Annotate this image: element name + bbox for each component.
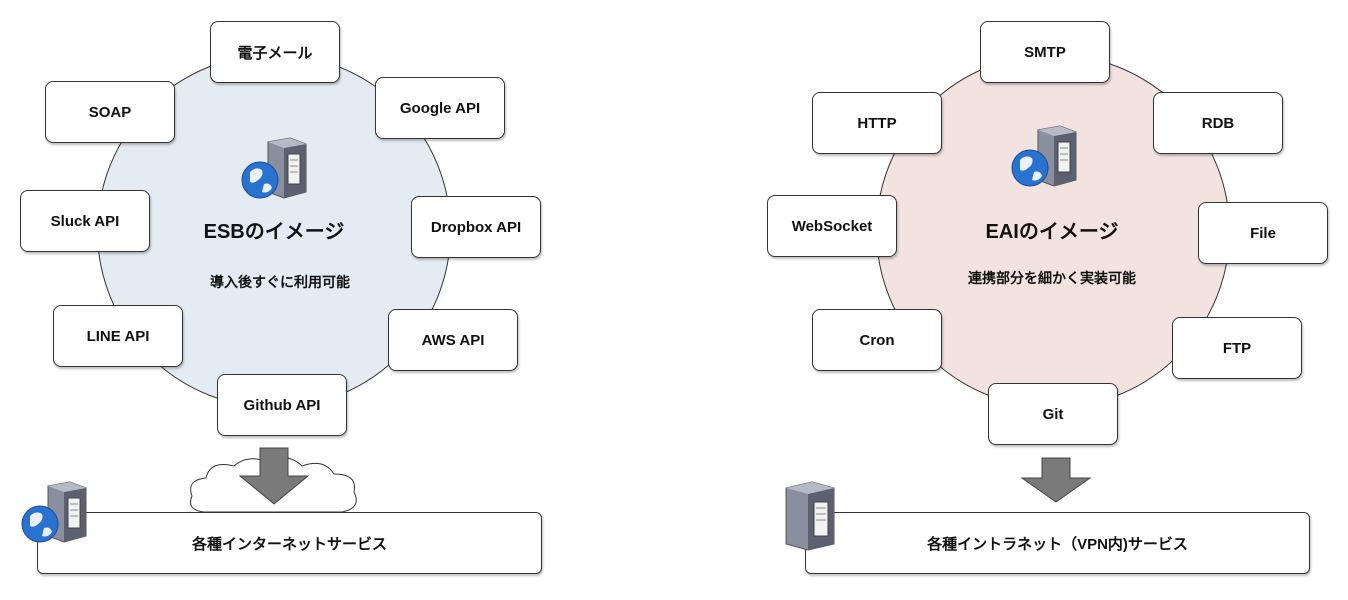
esb-node-github-api: Github API bbox=[217, 374, 347, 436]
eai-title: EAIのイメージ bbox=[985, 221, 1119, 243]
server-globe-icon bbox=[1011, 125, 1077, 187]
esb-node-google-api: Google API bbox=[375, 77, 505, 139]
eai-node-smtp: SMTP bbox=[980, 21, 1110, 83]
server-icon bbox=[785, 481, 835, 551]
eai-node-websocket: WebSocket bbox=[767, 195, 897, 257]
server-globe-icon bbox=[21, 481, 87, 543]
eai-node-rdb: RDB bbox=[1153, 92, 1283, 154]
eai-node-http: HTTP bbox=[812, 92, 942, 154]
esb-node-sluck-api: Sluck API bbox=[20, 190, 150, 252]
esb-service-box: 各種インターネットサービス bbox=[37, 512, 542, 574]
esb-node-line-api: LINE API bbox=[53, 305, 183, 367]
esb-title: ESBのイメージ bbox=[203, 221, 345, 243]
esb-node-aws-api: AWS API bbox=[388, 309, 518, 371]
eai-node-cron: Cron bbox=[812, 309, 942, 371]
server-globe-icon bbox=[241, 137, 307, 199]
esb-node-soap: SOAP bbox=[45, 81, 175, 143]
down-arrow-icon bbox=[1020, 457, 1092, 503]
esb-subtitle: 導入後すぐに利用可能 bbox=[210, 274, 350, 290]
eai-subtitle: 連携部分を細かく実装可能 bbox=[968, 270, 1136, 286]
eai-service-box: 各種イントラネット（VPN内)サービス bbox=[805, 512, 1310, 574]
down-arrow-icon bbox=[238, 447, 310, 505]
esb-node-dropbox-api: Dropbox API bbox=[411, 196, 541, 258]
eai-node-ftp: FTP bbox=[1172, 317, 1302, 379]
esb-node-email: 電子メール bbox=[210, 21, 340, 83]
eai-node-file: File bbox=[1198, 202, 1328, 264]
eai-node-git: Git bbox=[988, 383, 1118, 445]
